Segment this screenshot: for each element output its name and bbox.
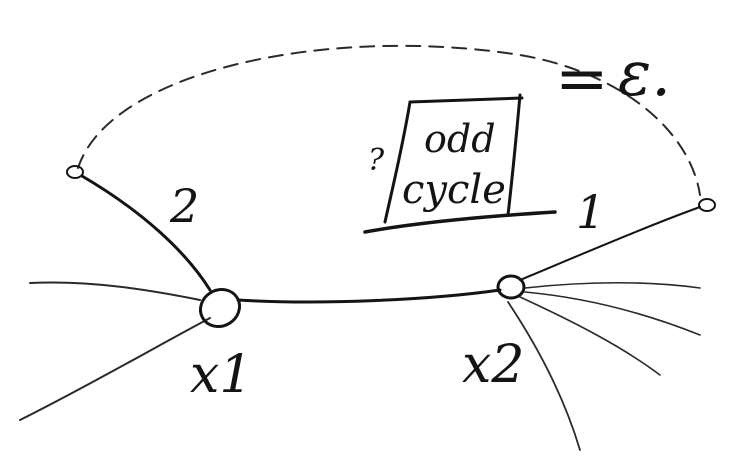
left-endpoint-node	[66, 165, 84, 179]
box-label-cycle: cycle	[402, 167, 506, 213]
edge-x2-right-1	[524, 281, 701, 289]
right-endpoint-node	[698, 198, 716, 212]
edge-x2-to-right-endpoint	[519, 206, 701, 281]
vertex-label-x2: x2	[462, 335, 524, 395]
vertex-x2-node	[496, 274, 526, 300]
edge-left-endpoint-to-x1	[80, 174, 212, 292]
edge-label-2: 2	[169, 179, 199, 233]
epsilon-mark: ε.	[618, 37, 671, 110]
vertex-label-x1: x1	[190, 345, 252, 405]
edge-x2-right-3	[519, 296, 661, 376]
box-label-odd: odd	[424, 117, 496, 161]
vertex-x1-node	[198, 287, 242, 329]
edge-x1-left-lower	[19, 317, 211, 421]
edge-label-1: 1	[576, 185, 605, 239]
edge-x2-down	[507, 301, 581, 451]
edge-x2-right-2	[524, 291, 701, 336]
equals-sign: =	[555, 42, 609, 116]
dashed-arc	[77, 44, 701, 196]
question-mark: ?	[368, 143, 385, 178]
edge-x1-left-upper	[29, 281, 201, 301]
edge-x1-to-x2	[236, 288, 502, 304]
odd-cycle-box	[363, 93, 557, 234]
